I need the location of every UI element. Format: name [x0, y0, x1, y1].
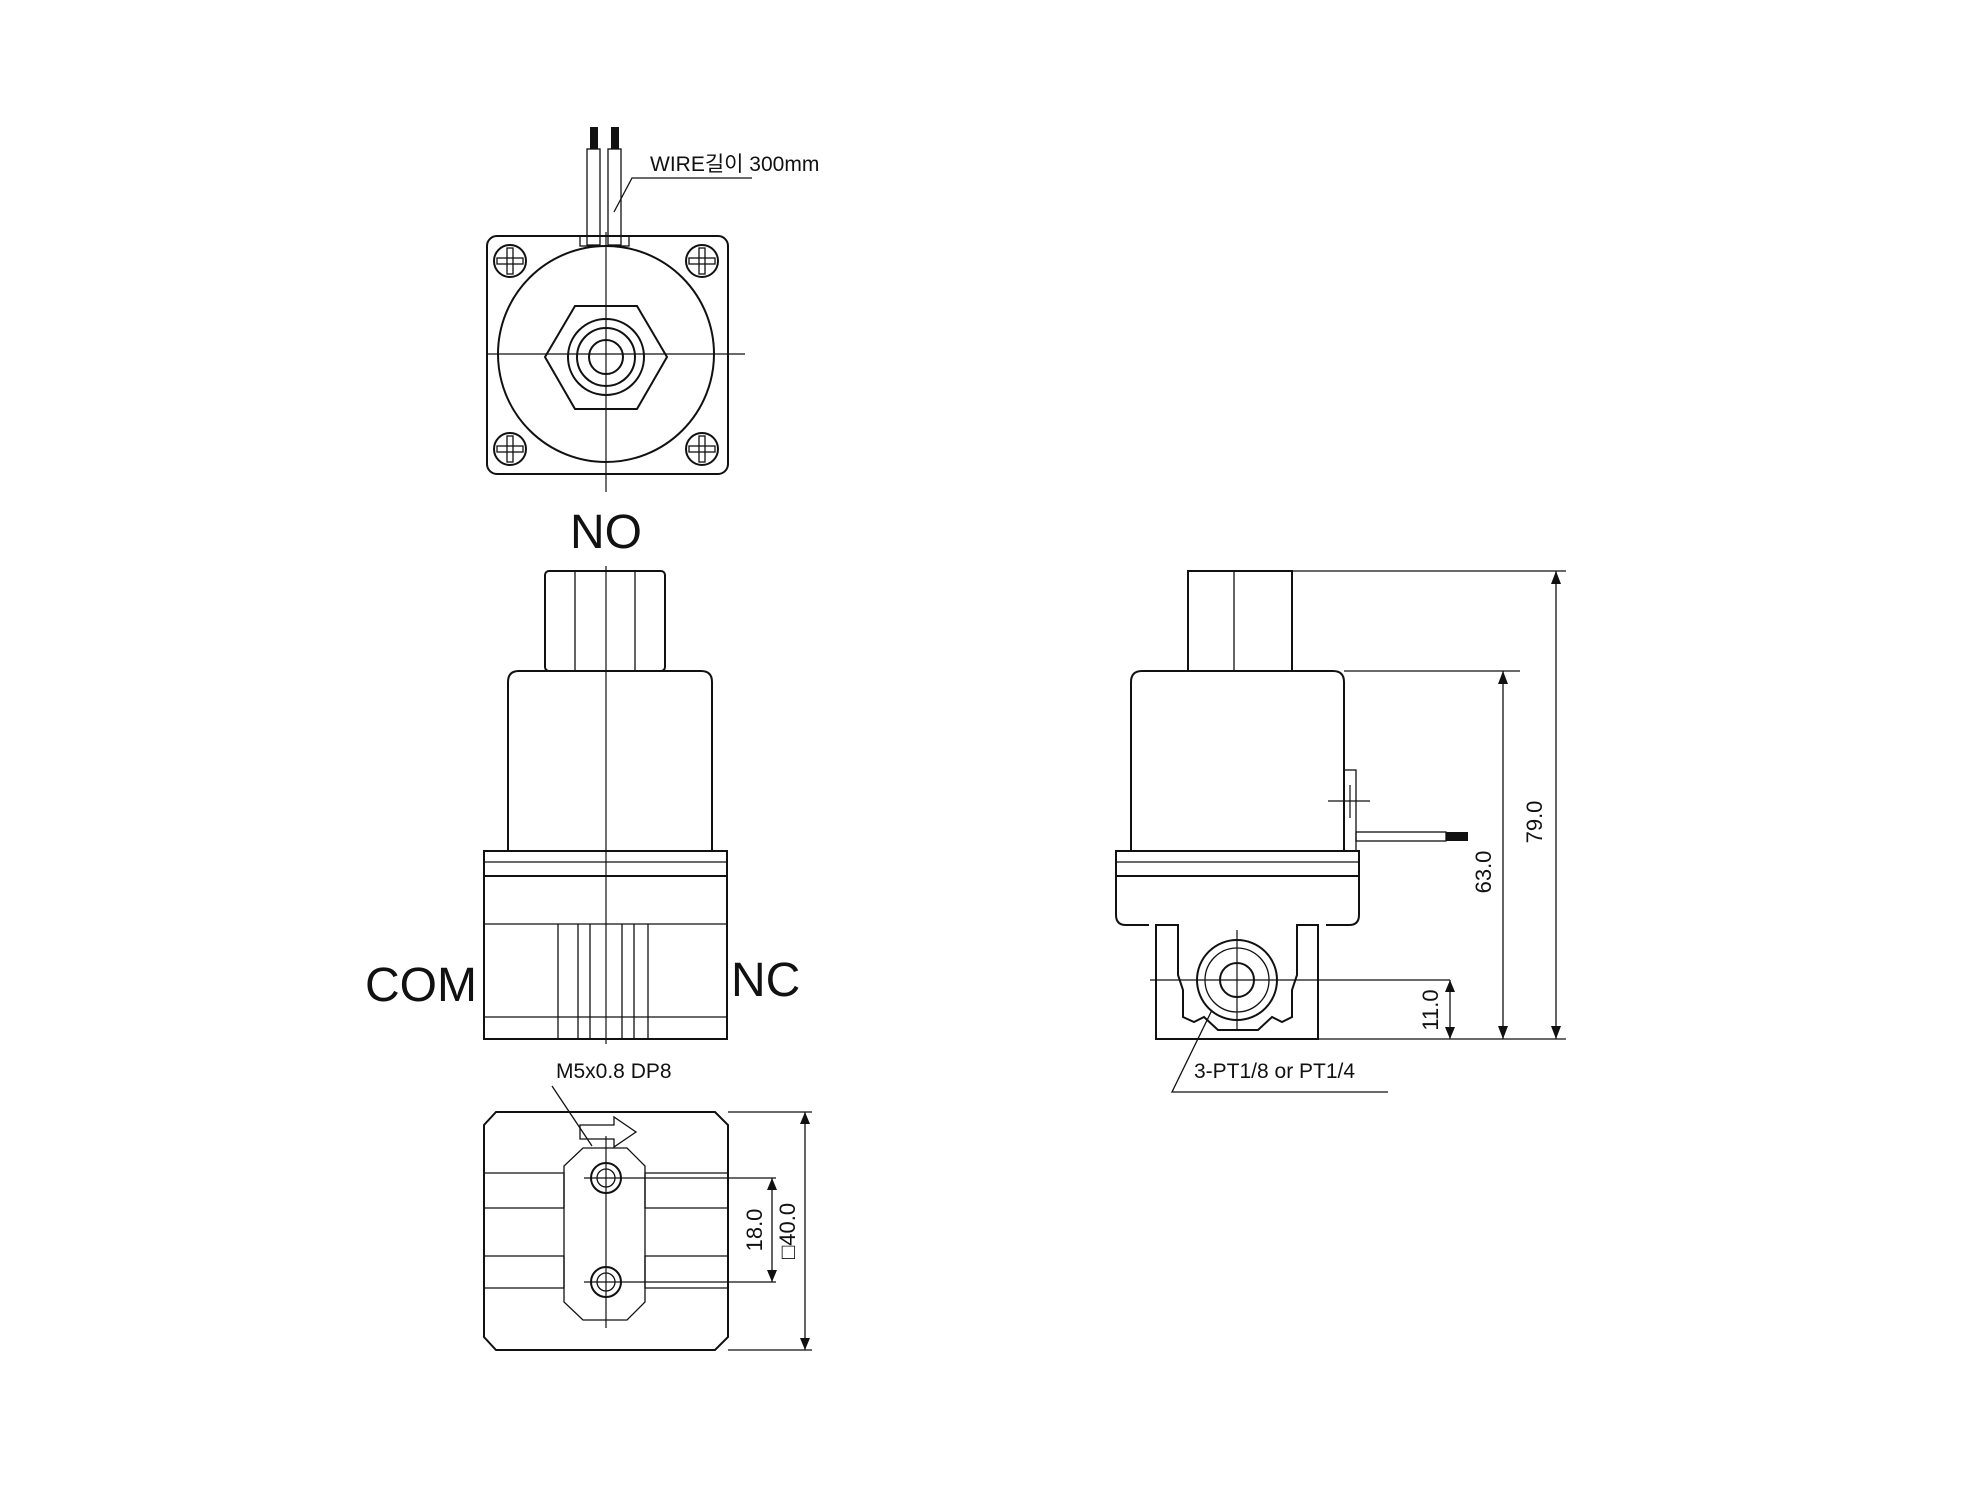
port-no-label: NO: [570, 506, 642, 559]
wire-length-label: WIRE길이 300mm: [650, 153, 819, 176]
dim-hole-pitch: 18.0: [742, 1209, 767, 1252]
side-top-boss: [1187, 570, 1293, 672]
thread-leader: [551, 1085, 593, 1147]
front-view: NO COM NC: [365, 506, 800, 1044]
hex-nut: [543, 305, 669, 410]
dim-total-height: 79.0: [1522, 801, 1547, 844]
thread-spec-label: M5x0.8 DP8: [556, 1060, 672, 1083]
side-coil-housing: [1130, 670, 1345, 851]
dim-body-height: 63.0: [1471, 851, 1496, 894]
screw-tr-icon: [685, 244, 719, 278]
bottom-view: M5x0.8 DP8 18.0: [483, 1060, 812, 1351]
coil-housing: [507, 670, 713, 851]
base-plate: [483, 1111, 729, 1351]
center-recess: [563, 1147, 646, 1321]
port-nc-label: NC: [731, 954, 800, 1007]
port-com-label: COM: [365, 959, 477, 1012]
port-thread-label: 3-PT1/8 or PT1/4: [1194, 1060, 1355, 1083]
lead-wires: [579, 127, 630, 247]
side-port-body: [1155, 924, 1319, 1040]
port-thread-leader: [1170, 1009, 1388, 1093]
no-port-boss: [544, 570, 666, 672]
side-view: 3-PT1/8 or PT1/4 79.0 63.0 11.0: [1115, 570, 1566, 1093]
top-flange: [486, 235, 729, 475]
dim-base-square: □40.0: [775, 1203, 800, 1259]
wire-label-leader: [613, 177, 752, 213]
dim-port-height: 11.0: [1418, 989, 1443, 1030]
flow-arrow-icon: [579, 1115, 638, 1149]
screw-tl-icon: [493, 244, 527, 278]
side-flange: [1115, 850, 1360, 877]
top-view: WIRE길이 300mm: [486, 127, 819, 492]
side-wire: [1355, 831, 1447, 842]
screw-br-icon: [685, 432, 719, 466]
screw-bl-icon: [493, 432, 527, 466]
